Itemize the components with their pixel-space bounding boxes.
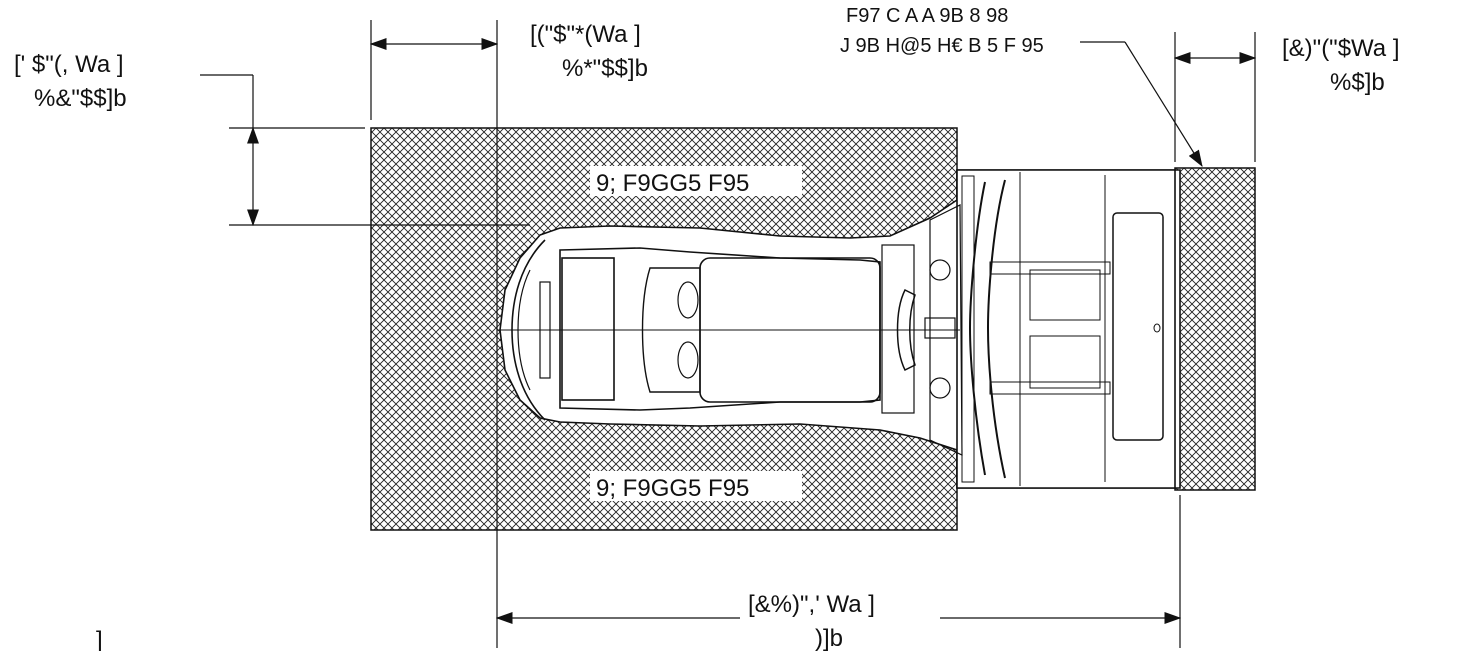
zone-label-bottom: 9; F9GG5 F95 <box>590 471 802 502</box>
clearance-zone-front <box>1174 167 1256 491</box>
dim-bottom-length: [&%)",' Wa ] )]b <box>748 591 875 651</box>
zone-label-top: 9; F9GG5 F95 <box>590 166 802 197</box>
svg-text:%&"$$]b: %&"$$]b <box>34 85 127 112</box>
svg-text:%$]b: %$]b <box>1330 69 1385 96</box>
callout-label: F97 C A A 9B 8 98 J 9B H@5 H€ B 5 F 95 <box>840 5 1044 57</box>
dim-top-right: [&)"("$Wa ] %$]b <box>1282 35 1400 96</box>
svg-text:9; F9GG5 F95: 9; F9GG5 F95 <box>596 170 749 197</box>
svg-text:%*"$$]b: %*"$$]b <box>562 55 648 82</box>
dim-bottom-left-fragment: ] <box>96 627 103 651</box>
dimension-lines <box>200 20 1257 648</box>
svg-text:J 9B H@5 H€ B 5 F 95: J 9B H@5 H€ B 5 F 95 <box>840 35 1044 57</box>
svg-text:)]b: )]b <box>815 625 843 651</box>
svg-text:[&%)",' Wa ]: [&%)",' Wa ] <box>748 591 875 618</box>
svg-text:F97 C A A 9B 8 98: F97 C A A 9B 8 98 <box>846 5 1008 27</box>
svg-text:9; F9GG5 F95: 9; F9GG5 F95 <box>596 475 749 502</box>
dim-top-left: [("$"*(Wa ] %*"$$]b <box>530 21 648 82</box>
dim-left-height: [' $"(, Wa ] %&"$$]b <box>14 51 127 112</box>
svg-text:[("$"*(Wa ]: [("$"*(Wa ] <box>530 21 641 48</box>
svg-text:]: ] <box>96 627 103 651</box>
svg-text:[' $"(, Wa ]: [' $"(, Wa ] <box>14 51 124 78</box>
machine-body <box>497 169 1181 489</box>
svg-text:[&)"("$Wa ]: [&)"("$Wa ] <box>1282 35 1400 62</box>
